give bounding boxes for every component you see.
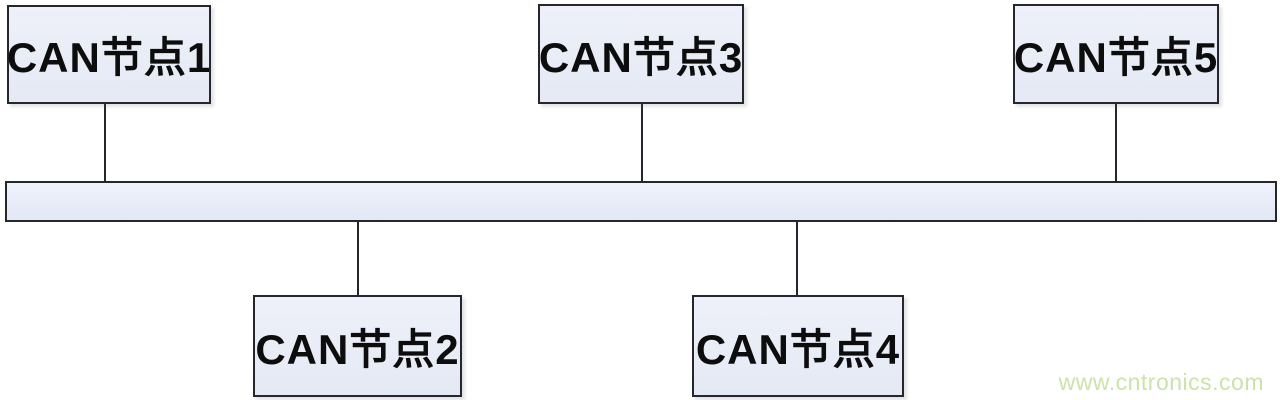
connector-node1-to-bus: [104, 103, 106, 183]
bus-bar: [5, 181, 1277, 222]
node-label-can-node-4: CAN节点4: [695, 325, 901, 373]
watermark-text: www.cntronics.com: [1058, 369, 1264, 395]
node-box-can-node-5: CAN节点5: [1013, 4, 1219, 104]
node-box-can-node-1: CAN节点1: [7, 5, 211, 104]
node-label-can-node-1: CAN节点1: [6, 34, 212, 81]
connector-node2-to-bus: [357, 220, 359, 297]
node-box-can-node-3: CAN节点3: [538, 4, 744, 104]
node-label-can-node-2: CAN节点2: [255, 325, 460, 373]
connector-node4-to-bus: [796, 220, 798, 297]
node-label-can-node-5: CAN节点5: [1013, 33, 1219, 81]
node-label-can-node-3: CAN节点3: [538, 33, 744, 81]
connector-node3-to-bus: [641, 102, 643, 183]
node-box-can-node-4: CAN节点4: [692, 295, 904, 397]
connector-node5-to-bus: [1115, 102, 1117, 183]
node-box-can-node-2: CAN节点2: [253, 295, 462, 397]
